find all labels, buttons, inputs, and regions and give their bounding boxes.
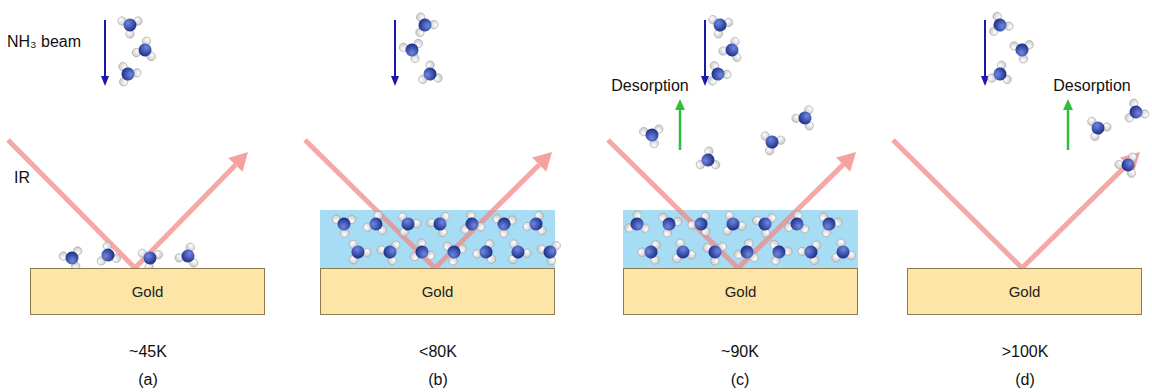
nh3-molecule [341, 239, 373, 270]
nh3-molecule [425, 210, 450, 237]
nh3-molecule [1114, 152, 1137, 177]
nh3-molecule [1121, 96, 1150, 123]
nh3-molecule [408, 8, 440, 39]
ir-arrowhead [228, 152, 248, 172]
nh3-molecule [398, 32, 430, 64]
ir-beam [608, 140, 843, 268]
desorption-arrowhead [1063, 99, 1073, 110]
nh3-molecule [471, 238, 503, 270]
temperature-label: <80K [419, 343, 457, 361]
nh3-molecule [701, 57, 732, 86]
beam-arrowhead [391, 76, 399, 86]
temperature-label: ~90K [721, 343, 759, 361]
nh3-molecule [717, 37, 741, 64]
nh3-molecule [733, 237, 761, 263]
beam-arrow [704, 20, 706, 80]
nh3-molecule [521, 210, 553, 242]
nh3-molecule [757, 131, 786, 158]
nh3-molecule [1082, 116, 1112, 144]
nh3-molecule [825, 237, 857, 269]
nh3-molecule [625, 211, 650, 233]
beam-arrow [394, 20, 396, 80]
nh3-molecule [491, 207, 521, 238]
nh3-molecule [173, 242, 199, 270]
panel-letter: (d) [1015, 371, 1035, 389]
nh3-molecule [770, 238, 794, 265]
nh3-molecule [791, 106, 813, 131]
nh3-molecule [686, 210, 718, 241]
nh3-molecule [658, 209, 685, 238]
ir-arrowhead [1120, 152, 1140, 172]
nh3-molecule [362, 209, 394, 241]
nh3-molecule [784, 210, 811, 234]
panel-letter: (c) [731, 371, 750, 389]
ice-layer [320, 210, 555, 268]
desorption-label: Desorption [611, 77, 688, 95]
gold-substrate: Gold [907, 268, 1142, 315]
nh3-molecule [129, 36, 157, 66]
nh3-molecule [695, 145, 726, 177]
beam-arrow [104, 20, 106, 80]
nh3-molecule [417, 59, 447, 90]
nh3-molecule [748, 208, 777, 239]
ir-label: IR [14, 169, 30, 187]
nh3-molecule [986, 59, 1018, 91]
gold-substrate: Gold [623, 268, 858, 315]
ir-arrowhead [532, 152, 552, 172]
beam-arrow [984, 20, 986, 80]
ice-layer [623, 210, 858, 268]
nh3-molecule [706, 15, 734, 40]
substrate-label: Gold [132, 283, 164, 300]
gold-substrate: Gold [30, 268, 265, 315]
panel-letter: (a) [138, 371, 158, 389]
panel-letter: (b) [428, 371, 448, 389]
ir-beam [305, 140, 539, 268]
nh3-molecule [458, 209, 485, 234]
nh3-molecule [638, 117, 670, 149]
desorption-arrow [1067, 108, 1070, 150]
desorption-label: Desorption [1053, 77, 1130, 95]
nh3-molecule [442, 236, 471, 266]
beam-label: NH₃ beam [7, 33, 81, 51]
beam-arrowhead [701, 76, 709, 86]
nh3-molecule [984, 9, 1014, 37]
nh3-molecule [409, 238, 435, 261]
desorption-arrowhead [675, 99, 685, 110]
nh3-molecule [534, 236, 562, 266]
substrate-label: Gold [725, 283, 757, 300]
nh3-molecule [331, 207, 362, 239]
nh3-molecule [665, 238, 697, 270]
nh3-molecule [715, 210, 747, 242]
gold-substrate: Gold [320, 268, 555, 315]
ir-beam [8, 140, 235, 268]
nh3-molecule [819, 210, 845, 238]
nh3-molecule [96, 241, 125, 272]
nh3-molecule [118, 17, 142, 38]
substrate-label: Gold [422, 283, 454, 300]
nh3-molecule [1008, 32, 1040, 64]
beam-arrowhead [101, 76, 109, 86]
ir-beam [893, 140, 1127, 268]
nh3-molecule [797, 240, 828, 269]
nh3-molecule [500, 238, 532, 270]
temperature-label: ~45K [129, 343, 167, 361]
nh3-molecule [698, 235, 728, 267]
nh3-molecule [374, 237, 400, 266]
temperature-label: >100K [1002, 343, 1049, 361]
substrate-label: Gold [1009, 283, 1041, 300]
desorption-arrow [679, 108, 682, 150]
nh3-molecule [636, 239, 668, 269]
nh3-molecule [111, 56, 143, 87]
ir-arrowhead [836, 152, 856, 172]
nh3-molecule [391, 211, 422, 241]
